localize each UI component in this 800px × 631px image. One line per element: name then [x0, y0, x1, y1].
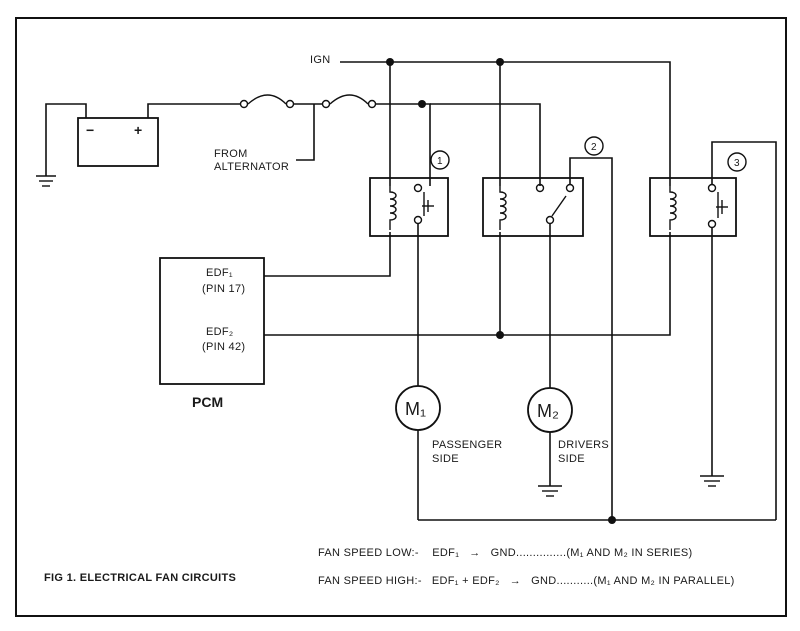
- motor-1-label: M₁: [405, 399, 426, 419]
- fuse-2: [321, 94, 377, 109]
- fuse-1: [239, 94, 295, 109]
- battery-plus-label: +: [134, 122, 142, 138]
- from-alternator-label-line1: FROM: [214, 148, 248, 160]
- edf2-wire: [264, 232, 671, 336]
- edf2-label: EDF₂: [206, 326, 233, 338]
- relay-2-number-badge: [584, 136, 604, 156]
- relay-2: [482, 177, 584, 237]
- edf1-pin-label: (PIN 17): [202, 283, 245, 295]
- edf1-wire: [264, 232, 391, 277]
- motor-1: M₁: [395, 385, 441, 431]
- pcm-module: EDF₁ (PIN 17) EDF₂ (PIN 42): [159, 257, 265, 385]
- ign-label: IGN: [310, 54, 330, 66]
- drivers-side-label-line2: SIDE: [558, 453, 585, 465]
- motor-2-label: M₂: [537, 401, 559, 421]
- edf1-label: EDF₁: [206, 267, 233, 279]
- relay-3: [649, 177, 737, 237]
- relay-1-number-badge: [430, 150, 450, 170]
- passenger-side-label-line1: PASSENGER: [432, 439, 502, 451]
- battery-minus-label: −: [86, 122, 94, 138]
- battery-positive-wire: [147, 103, 240, 118]
- ground-symbol-battery: [36, 175, 56, 187]
- relay3-top-wire: [711, 141, 777, 520]
- drivers-side-label-line1: DRIVERS: [558, 439, 609, 451]
- battery-ground-wire: [45, 103, 87, 176]
- relay-1: [369, 177, 449, 237]
- motor-2: M₂: [527, 387, 573, 433]
- relay2-nc-wire: [569, 157, 613, 520]
- relay2-switch-feed: [430, 103, 541, 186]
- junction-dot: [608, 516, 616, 524]
- from-alternator-label-line2: ALTERNATOR: [214, 161, 289, 173]
- pcm-label: PCM: [192, 394, 223, 410]
- relay-3-number-badge: [727, 152, 747, 172]
- fan-speed-high-text: FAN SPEED HIGH:- EDF₁ + EDF₂ → GND......…: [318, 575, 735, 587]
- ground-symbol-relay3: [700, 475, 724, 487]
- ground-symbol-motor2: [538, 485, 562, 497]
- edf2-pin-label: (PIN 42): [202, 341, 245, 353]
- relay-1-number: 1: [437, 156, 443, 167]
- figure-caption: FIG 1. ELECTRICAL FAN CIRCUITS: [44, 572, 236, 584]
- diagram-frame: [15, 17, 787, 617]
- fan-speed-low-text: FAN SPEED LOW:- EDF₁ → GND..............…: [318, 547, 692, 559]
- ign-bus-wire: [340, 61, 671, 186]
- passenger-side-label-line2: SIDE: [432, 453, 459, 465]
- relay-3-number: 3: [734, 158, 740, 169]
- relay-2-number: 2: [591, 142, 597, 153]
- battery: − +: [77, 117, 159, 167]
- alternator-wire: [296, 104, 315, 161]
- relay1-switch-feed: [422, 103, 431, 186]
